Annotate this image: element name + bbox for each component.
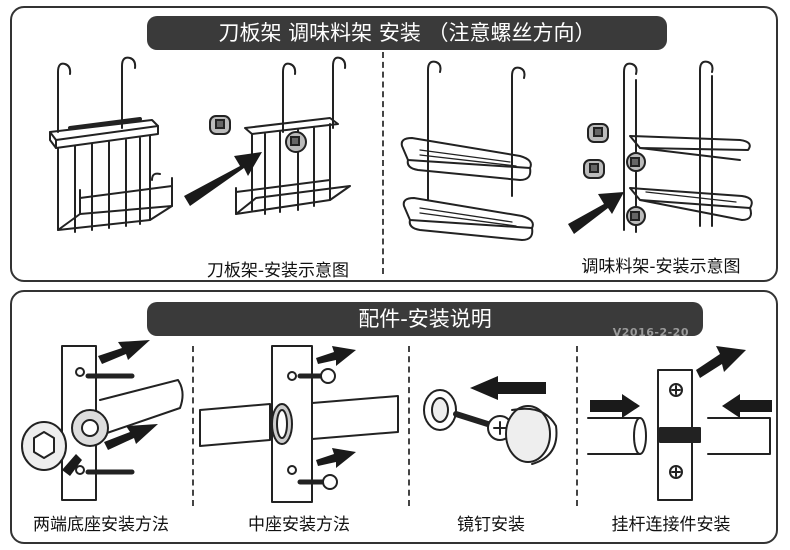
caption-knife-rack: 刀板架-安装示意图 xyxy=(206,261,350,281)
caption-middle-base: 中座安装方法 xyxy=(248,515,350,535)
caption-spice-rack: 调味料架-安装示意图 xyxy=(581,257,741,277)
arrow-icon xyxy=(316,346,356,366)
arrow-icon xyxy=(590,394,640,418)
bolt-icon xyxy=(583,159,605,179)
arrow-icon xyxy=(184,152,262,206)
bottom-divider-2 xyxy=(408,346,410,506)
arrow-icon xyxy=(568,192,624,234)
bottom-banner: 配件-安装说明 V2016-2-20 xyxy=(147,302,703,339)
bottom-divider-1 xyxy=(192,346,194,506)
arrow-icon xyxy=(722,394,772,418)
top-banner-title: 刀板架 调味料架 安装 （注意螺丝方向） xyxy=(147,16,667,50)
caption-end-base: 两端底座安装方法 xyxy=(33,515,169,535)
knife-rack-assembled xyxy=(49,56,173,233)
rod-connector-diagram xyxy=(587,369,771,501)
bottom-divider-3 xyxy=(576,346,578,506)
spice-rack-install xyxy=(623,60,753,233)
top-illustrations xyxy=(49,56,753,241)
caption-rod-connector: 挂杆连接件安装 xyxy=(611,515,731,535)
arrow-icon xyxy=(62,454,82,476)
spice-rack-assembled xyxy=(400,60,534,241)
top-divider xyxy=(382,52,384,274)
arrow-icon xyxy=(470,376,546,400)
bolt-icon xyxy=(209,115,231,135)
bolt-icon xyxy=(626,152,646,172)
arrow-icon xyxy=(98,340,150,364)
top-panel: 刀板架 调味料架 安装 （注意螺丝方向） xyxy=(10,6,778,282)
bottom-banner-title: 配件-安装说明 xyxy=(358,307,492,331)
middle-base-diagram xyxy=(199,345,399,503)
bolt-icon xyxy=(587,123,609,143)
bolt-icon xyxy=(626,206,646,226)
arrow-icon xyxy=(316,448,356,468)
knife-rack-install xyxy=(235,56,351,215)
end-base-diagram xyxy=(21,345,184,501)
mirror-nail-diagram xyxy=(423,389,558,465)
arrow-icon xyxy=(696,346,746,378)
arrow-icon xyxy=(104,424,158,450)
bolt-icon xyxy=(285,131,307,153)
caption-mirror-nail: 镜钉安装 xyxy=(457,515,525,535)
screw-group-top xyxy=(209,115,646,226)
version-label: V2016-2-20 xyxy=(612,326,689,339)
